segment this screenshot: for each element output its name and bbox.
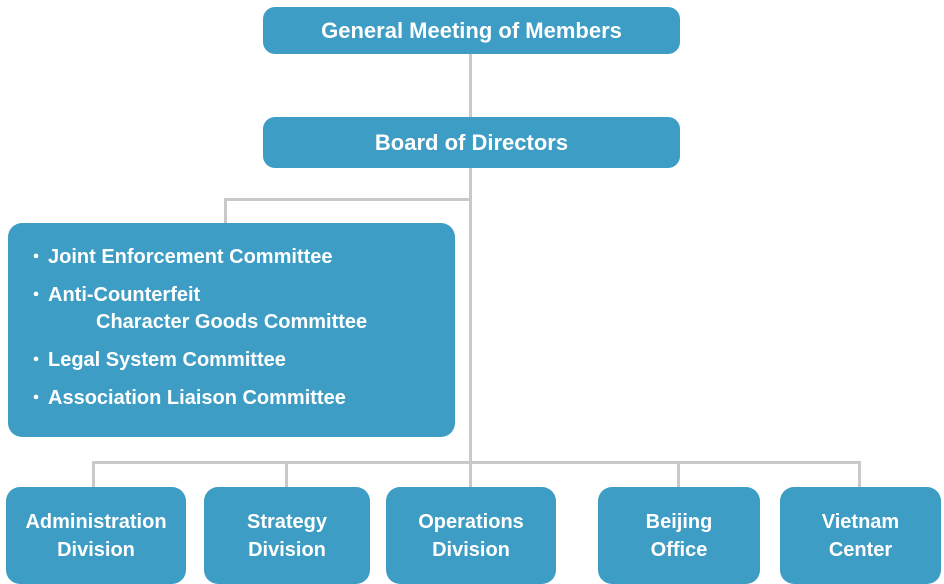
node-board-of-directors-label: Board of Directors: [374, 129, 569, 155]
committee-label: Association Liaison Committee: [48, 387, 346, 409]
node-general-meeting-label: General Meeting of Members: [321, 17, 622, 43]
committee-label-line2: Character Goods Committee: [96, 311, 368, 333]
label-line: Strategy: [246, 510, 328, 533]
connector-stub-strategy: [285, 461, 288, 487]
committee-label: Anti-Counterfeit Character Goods Committ…: [48, 282, 441, 336]
label-line: Administration: [25, 510, 167, 533]
label-line: Division: [248, 538, 326, 561]
node-beijing-office: Beijing Office: [598, 487, 760, 584]
node-administration-division-label: Administration Division: [25, 508, 166, 564]
bullet-icon: ・: [27, 285, 45, 305]
connector-stub-administration: [92, 461, 95, 487]
node-vietnam-center-label: Vietnam Center: [822, 508, 899, 564]
connector-root-to-board: [469, 54, 472, 118]
node-vietnam-center: Vietnam Center: [780, 487, 941, 584]
connector-board-main-vertical: [469, 168, 472, 487]
node-operations-division: Operations Division: [386, 487, 556, 584]
node-operations-division-label: Operations Division: [418, 508, 524, 564]
connector-committees-horizontal: [224, 198, 472, 201]
committee-item: ・ Association Liaison Committee: [24, 385, 441, 412]
committee-item: ・ Joint Enforcement Committee: [24, 244, 441, 271]
label-line: Beijing: [645, 510, 713, 533]
connector-stub-vietnam: [858, 461, 861, 487]
bullet-icon: ・: [27, 388, 45, 408]
label-line: Vietnam: [821, 510, 900, 533]
committee-label: Joint Enforcement Committee: [48, 246, 333, 268]
bullet-icon: ・: [27, 350, 45, 370]
label-line: Operations: [418, 510, 524, 533]
connector-stub-beijing: [677, 461, 680, 487]
committee-item: ・ Legal System Committee: [24, 347, 441, 374]
node-strategy-division-label: Strategy Division: [247, 508, 327, 564]
node-strategy-division: Strategy Division: [204, 487, 370, 584]
connector-committees-vertical: [224, 198, 227, 224]
node-administration-division: Administration Division: [6, 487, 186, 584]
node-beijing-office-label: Beijing Office: [646, 508, 713, 564]
committee-label: Legal System Committee: [48, 349, 286, 371]
node-general-meeting: General Meeting of Members: [263, 7, 680, 54]
label-line: Office: [650, 538, 708, 561]
label-line: Center: [828, 538, 893, 561]
label-line: Division: [432, 538, 510, 561]
node-board-of-directors: Board of Directors: [263, 117, 680, 168]
node-committees: ・ Joint Enforcement Committee ・ Anti-Cou…: [8, 223, 455, 437]
bullet-icon: ・: [27, 247, 45, 267]
connector-divisions-horizontal: [92, 461, 861, 464]
label-line: Division: [57, 538, 135, 561]
committee-label-line1: Anti-Counterfeit: [48, 284, 201, 306]
committee-item: ・ Anti-Counterfeit Character Goods Commi…: [24, 282, 441, 336]
